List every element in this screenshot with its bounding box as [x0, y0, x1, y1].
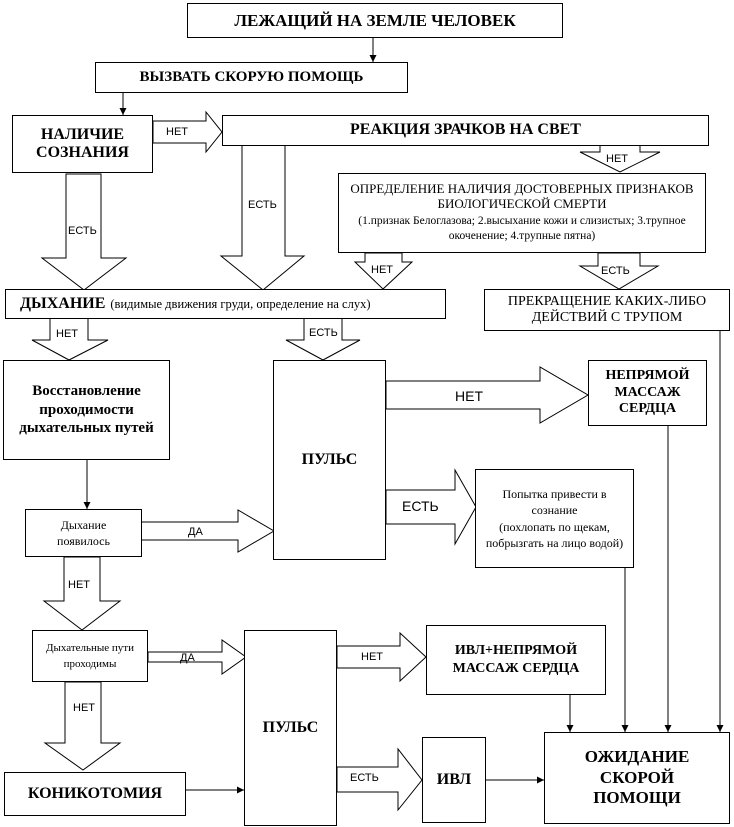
- arrow-consciousness-no: [152, 110, 223, 154]
- airway-passable-box: Дыхательные пути проходимы: [32, 630, 148, 682]
- restore-airway-box: Восстановление проходимости дыхательных …: [3, 360, 170, 460]
- consciousness-box: НАЛИЧИЕ СОЗНАНИЯ: [12, 115, 153, 173]
- restore-airway-text: Восстановление проходимости дыхательных …: [19, 382, 154, 437]
- label-airway-yes: ДА: [180, 652, 195, 664]
- label-breathing-appeared-no: НЕТ: [68, 579, 90, 591]
- arrow-breathing-no: [31, 317, 109, 361]
- arrow-pupil-yes: [219, 143, 306, 291]
- pulse-1-box: ПУЛЬС: [273, 360, 386, 560]
- ventilation-box: ИВЛ: [422, 737, 486, 823]
- ventilation-text: ИВЛ: [436, 770, 472, 788]
- pupil-reaction-text: РЕАКЦИЯ ЗРАЧКОВ НА СВЕТ: [350, 121, 581, 139]
- person-on-ground-text: ЛЕЖАЩИЙ НА ЗЕМЛЕ ЧЕЛОВЕК: [234, 10, 516, 30]
- death-signs-title: ОПРЕДЕЛЕНИЕ НАЛИЧИЯ ДОСТОВЕРНЫХ ПРИЗНАКО…: [350, 181, 694, 212]
- arrow-breathing-yes: [285, 317, 361, 361]
- revive-attempt-line1: Попытка привести в сознание: [502, 487, 607, 518]
- breathing-box: ДЫХАНИЕ (видимые движения груди, определ…: [5, 289, 446, 319]
- arrow-death-yes: [578, 252, 660, 290]
- pupil-reaction-box: РЕАКЦИЯ ЗРАЧКОВ НА СВЕТ: [222, 115, 709, 146]
- arrow-breathing-appeared-yes: [140, 509, 275, 553]
- revive-attempt-box: Попытка привести в сознание (похлопать п…: [475, 469, 634, 568]
- person-on-ground-box: ЛЕЖАЩИЙ НА ЗЕМЛЕ ЧЕЛОВЕК: [187, 3, 563, 38]
- await-ambulance-text: ОЖИДАНИЕ СКОРОЙ ПОМОЩИ: [584, 747, 690, 808]
- pulse-2-text: ПУЛЬС: [262, 718, 319, 736]
- breathing-appeared-text: Дыхание появилось: [57, 517, 110, 548]
- coniotomy-box: КОНИКОТОМИЯ: [4, 772, 186, 816]
- label-pulse1-yes: ЕСТЬ: [402, 498, 439, 514]
- label-breathing-appeared-yes: ДА: [188, 526, 203, 538]
- arrow-pulse2-no: [336, 631, 427, 683]
- breathing-appeared-box: Дыхание появилось: [25, 509, 142, 557]
- label-death-no: НЕТ: [371, 264, 393, 276]
- label-consciousness-yes: ЕСТЬ: [68, 225, 97, 237]
- stop-actions-text: ПРЕКРАЩЕНИЕ КАКИХ-ЛИБО ДЕЙСТВИЙ С ТРУПОМ: [507, 293, 707, 325]
- label-pulse2-no: НЕТ: [361, 651, 383, 663]
- label-breathing-yes: ЕСТЬ: [309, 327, 338, 339]
- ventilation-massage-text: ИВЛ+НЕПРЯМОЙ МАССАЖ СЕРДЦА: [452, 642, 580, 676]
- arrow-airway-yes: [147, 639, 247, 675]
- pulse-1-text: ПУЛЬС: [301, 450, 358, 468]
- await-ambulance-box: ОЖИДАНИЕ СКОРОЙ ПОМОЩИ: [544, 732, 730, 824]
- revive-attempt-line2: (похлопать по щекам, побрызгать на лицо …: [485, 519, 624, 550]
- arrow-pulse1-yes: [385, 468, 477, 546]
- breathing-title: ДЫХАНИЕ: [20, 294, 106, 312]
- label-pupil-yes: ЕСТЬ: [248, 199, 277, 211]
- arrow-pulse1-no: [385, 366, 589, 424]
- cardiac-massage-text: НЕПРЯМОЙ МАССАЖ СЕРДЦА: [605, 367, 690, 417]
- breathing-details: (видимые движения груди, определение на …: [110, 296, 371, 311]
- label-pulse2-yes: ЕСТЬ: [350, 772, 379, 784]
- call-ambulance-box: ВЫЗВАТЬ СКОРУЮ ПОМОЩЬ: [95, 62, 408, 93]
- call-ambulance-text: ВЫЗВАТЬ СКОРУЮ ПОМОЩЬ: [139, 68, 364, 85]
- label-airway-no: НЕТ: [73, 702, 95, 714]
- arrow-pulse2-yes: [336, 747, 423, 812]
- label-pulse1-no: НЕТ: [455, 388, 483, 404]
- arrow-airway-no: [43, 681, 122, 771]
- cardiac-massage-box: НЕПРЯМОЙ МАССАЖ СЕРДЦА: [588, 360, 707, 426]
- label-consciousness-no: НЕТ: [166, 126, 188, 138]
- death-signs-box: ОПРЕДЕЛЕНИЕ НАЛИЧИЯ ДОСТОВЕРНЫХ ПРИЗНАКО…: [338, 173, 706, 253]
- label-death-yes: ЕСТЬ: [601, 265, 630, 277]
- ventilation-massage-box: ИВЛ+НЕПРЯМОЙ МАССАЖ СЕРДЦА: [426, 625, 606, 695]
- label-breathing-no: НЕТ: [56, 328, 78, 340]
- coniotomy-text: КОНИКОТОМИЯ: [27, 784, 163, 802]
- arrow-death-no: [353, 252, 414, 290]
- airway-passable-text: Дыхательные пути проходимы: [45, 641, 135, 671]
- pulse-2-box: ПУЛЬС: [244, 630, 337, 826]
- consciousness-text: НАЛИЧИЕ СОЗНАНИЯ: [36, 125, 129, 161]
- label-pupil-no: НЕТ: [606, 153, 628, 165]
- death-signs-details: (1.признак Белоглазова; 2.высыхание кожи…: [358, 215, 686, 242]
- arrow-consciousness-yes: [40, 173, 128, 291]
- arrow-breathing-appeared-no: [42, 556, 122, 631]
- stop-actions-box: ПРЕКРАЩЕНИЕ КАКИХ-ЛИБО ДЕЙСТВИЙ С ТРУПОМ: [484, 289, 730, 331]
